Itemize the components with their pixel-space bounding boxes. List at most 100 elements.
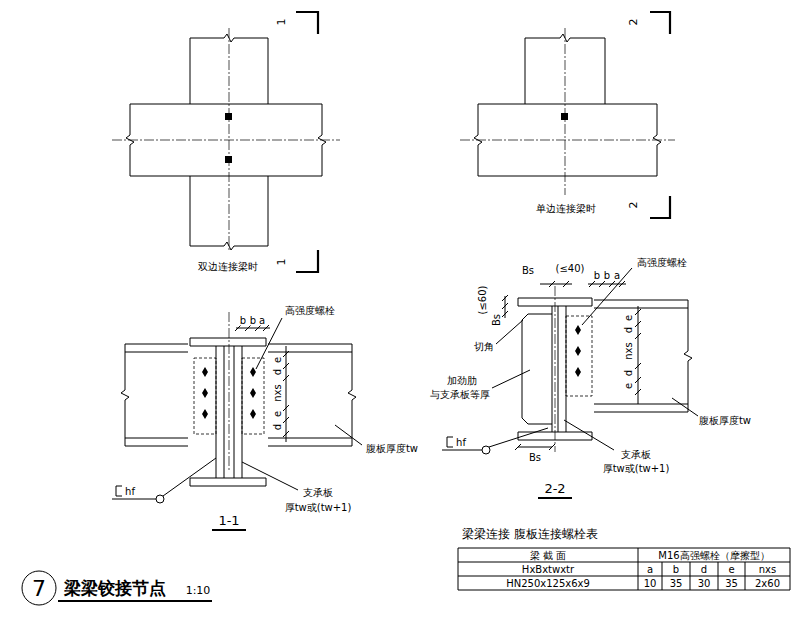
break-line [684, 300, 692, 412]
section-mark [296, 12, 318, 34]
dimension-line [540, 284, 572, 285]
dimension-tick [549, 444, 555, 450]
drawing-label: 支承板 [621, 449, 651, 460]
drawing-label: 厚tw或(tw+1) [285, 502, 352, 513]
leader-line [489, 428, 548, 447]
drawing-label: 与支承板等厚 [430, 389, 490, 400]
dimension-line [638, 306, 639, 404]
weld-symbol [116, 486, 122, 496]
dimension-tick [635, 363, 641, 369]
table-cell: 30 [698, 578, 711, 589]
bolt-symbol [225, 156, 232, 163]
center-line [460, 140, 675, 141]
bolt-symbol [250, 409, 256, 419]
weld-symbol [482, 446, 490, 454]
table-cell: HxBxtwxtr [522, 564, 574, 575]
dimension-tick [502, 303, 508, 309]
drawing-label: 2-2 [544, 482, 565, 496]
drawing-title: 梁梁铰接节点 [64, 578, 166, 598]
drawing-label: nxs [272, 384, 283, 401]
dimension-tick [589, 281, 595, 287]
dimension-tick [599, 281, 605, 287]
table-grid [638, 548, 639, 590]
drawing-label: nxs [623, 342, 634, 359]
break-line [121, 344, 129, 446]
web-outline [566, 316, 592, 396]
center-line [555, 286, 556, 452]
drawing-line [552, 306, 553, 432]
drawing-line [130, 176, 322, 177]
drawing-line [478, 104, 657, 105]
leader-line [163, 458, 216, 496]
drawing-label: (≤60) [477, 286, 488, 315]
drawing-line [125, 344, 188, 345]
drawing-line [268, 352, 352, 353]
dimension-tick [283, 351, 289, 357]
table-grid [662, 562, 663, 590]
beam-flange [190, 478, 266, 486]
circle-outline [22, 571, 56, 605]
drawing-label: e [272, 357, 283, 363]
dimension-tick [283, 417, 289, 423]
weld-symbol [442, 450, 482, 451]
table-cell: a [647, 564, 653, 575]
drawing-label: b [240, 315, 246, 326]
drawing-label: 腹板厚度tw [366, 443, 418, 454]
dimension-tick [263, 325, 269, 331]
drawing-label: d [623, 327, 634, 333]
dimension-tick [563, 281, 569, 287]
title-underline [212, 529, 246, 531]
drawing-label: 1:10 [186, 585, 211, 597]
drawing-label: 2 [628, 202, 640, 209]
leader-line [564, 420, 614, 450]
drawing-line [190, 38, 191, 104]
leader-line [256, 318, 282, 369]
title-underline [58, 600, 212, 602]
section-mark [296, 250, 318, 272]
web-outline [242, 358, 264, 434]
drawing-line [594, 404, 688, 405]
drawing-line [125, 446, 188, 447]
drawing-label: e [623, 383, 634, 389]
drawing-label: 2 [628, 19, 640, 26]
weld-symbol [112, 499, 156, 500]
drawing-label: e [623, 315, 634, 321]
drawing-label: Bs [522, 265, 534, 276]
drawing-label: 高强度螺栓 [637, 257, 687, 268]
table-grid [690, 562, 691, 590]
dimension-tick [635, 377, 641, 383]
table-cell: 10 [644, 578, 657, 589]
center-line [229, 312, 230, 470]
dimension-tick [283, 405, 289, 411]
drawing-line [525, 38, 526, 104]
detail-number: 7 [32, 576, 46, 601]
table-cell: M16高强螺栓（摩擦型） [658, 550, 769, 561]
bolt-symbol [250, 388, 256, 398]
leader-line [672, 398, 698, 416]
dimension-tick [235, 325, 241, 331]
drawing-line [594, 412, 688, 413]
drawing-line [125, 352, 188, 353]
drawing-line [605, 38, 606, 104]
drawing-line [268, 446, 352, 447]
dimension-tick [283, 363, 289, 369]
beam-flange [190, 338, 266, 346]
drawing-line [268, 438, 352, 439]
center-line [565, 28, 566, 195]
dimension-line [286, 346, 287, 442]
dimension-tick [635, 389, 641, 395]
dimension-tick [255, 325, 261, 331]
dimension-tick [283, 375, 289, 381]
drawing-line [190, 176, 191, 246]
dimension-line [518, 447, 552, 448]
stiffener-plate [522, 314, 552, 424]
drawing-line [125, 438, 188, 439]
table-cell: 35 [725, 578, 738, 589]
detail-number-circle: 7 [21, 570, 57, 606]
dimension-tick [502, 311, 508, 317]
drawing-line [268, 344, 352, 345]
table-cell: 梁 截 面 [530, 550, 566, 561]
leader-line [335, 425, 362, 445]
bolt-symbol [202, 388, 208, 398]
